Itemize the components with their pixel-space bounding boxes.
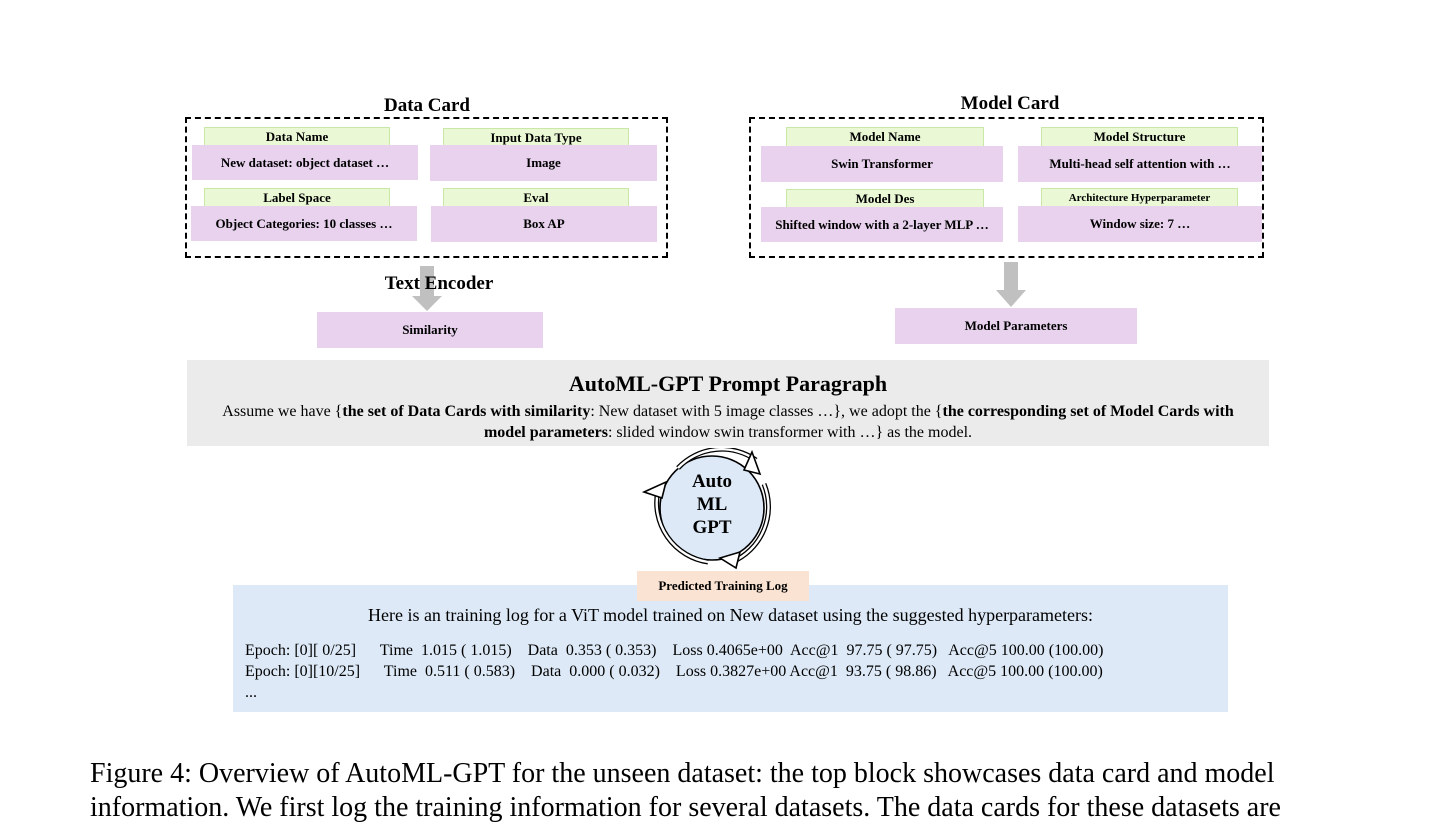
data-card-value-input-data-type: Image <box>430 145 657 181</box>
down-arrow-icon <box>996 262 1026 307</box>
model-card-value-model-des: Shifted window with a 2-layer MLP … <box>761 207 1003 242</box>
training-log-panel: Here is an training log for a ViT model … <box>233 585 1228 712</box>
model-parameters-box: Model Parameters <box>895 308 1137 344</box>
data-card-value-label-space: Object Categories: 10 classes … <box>191 206 417 241</box>
model-card-label-architecture-hyperparameter: Architecture Hyperparameter <box>1041 188 1238 208</box>
model-card-label-model-des: Model Des <box>786 189 984 209</box>
data-card-label-label-space: Label Space <box>204 188 390 208</box>
cycle-label-line: GPT <box>692 517 732 538</box>
model-card-label-model-structure: Model Structure <box>1041 127 1238 147</box>
figure-caption: Figure 4: Overview of AutoML-GPT for the… <box>90 757 1281 825</box>
prompt-bold-data-cards: the set of Data Cards with similarity <box>342 403 591 420</box>
cycle-arrows-icon <box>641 448 771 570</box>
prompt-paragraph-title: AutoML-GPT Prompt Paragraph <box>568 371 888 396</box>
down-arrow-icon <box>412 266 442 311</box>
prompt-text-part: : New dataset with 5 image classes …}, w… <box>590 403 943 420</box>
data-card-title: Data Card <box>383 95 471 116</box>
model-card-value-model-name: Swin Transformer <box>761 146 1003 182</box>
prompt-text-part: Assume we have { <box>222 403 343 420</box>
prompt-text-part: : slided window swin transformer with …}… <box>607 424 973 441</box>
data-card-box <box>185 117 668 258</box>
cycle-label-line: ML <box>696 494 728 515</box>
model-card-value-model-structure: Multi-head self attention with … <box>1018 146 1262 182</box>
data-card-label-input-data-type: Input Data Type <box>443 128 629 148</box>
training-log-row: Epoch: [0][10/25] Time 0.511 ( 0.583) Da… <box>245 663 1103 680</box>
caption-line: Figure 4: Overview of AutoML-GPT for the… <box>90 758 1275 789</box>
prompt-paragraph-text: Assume we have {the set of Data Cards wi… <box>187 401 1269 443</box>
training-log-row: Epoch: [0][ 0/25] Time 1.015 ( 1.015) Da… <box>245 642 1104 659</box>
training-log-intro: Here is an training log for a ViT model … <box>367 605 1094 625</box>
data-card-label-eval: Eval <box>443 188 629 208</box>
prompt-bold-model-cards: the corresponding set of Model Cards wit… <box>483 403 1234 441</box>
training-log-rows: Epoch: [0][ 0/25] Time 1.015 ( 1.015) Da… <box>233 640 1228 703</box>
model-card-box <box>749 117 1264 258</box>
predicted-training-log-label: Predicted Training Log <box>637 571 809 601</box>
automl-gpt-circle-label: Auto ML GPT <box>672 470 752 539</box>
model-card-title: Model Card <box>960 93 1060 114</box>
data-card-value-eval: Box AP <box>431 206 657 242</box>
cycle-label-line: Auto <box>691 471 733 492</box>
text-encoder-label: Text Encoder <box>384 273 494 294</box>
caption-line: information. We first log the training i… <box>90 792 1281 823</box>
training-log-row: ... <box>245 684 257 701</box>
model-card-value-architecture-hyperparameter: Window size: 7 … <box>1018 206 1262 242</box>
model-card-label-model-name: Model Name <box>786 127 984 147</box>
data-card-value-data-name: New dataset: object dataset … <box>192 145 418 180</box>
similarity-box: Similarity <box>317 312 543 348</box>
prompt-paragraph-panel: AutoML-GPT Prompt Paragraph Assume we ha… <box>187 360 1269 446</box>
data-card-label-data-name: Data Name <box>204 127 390 147</box>
